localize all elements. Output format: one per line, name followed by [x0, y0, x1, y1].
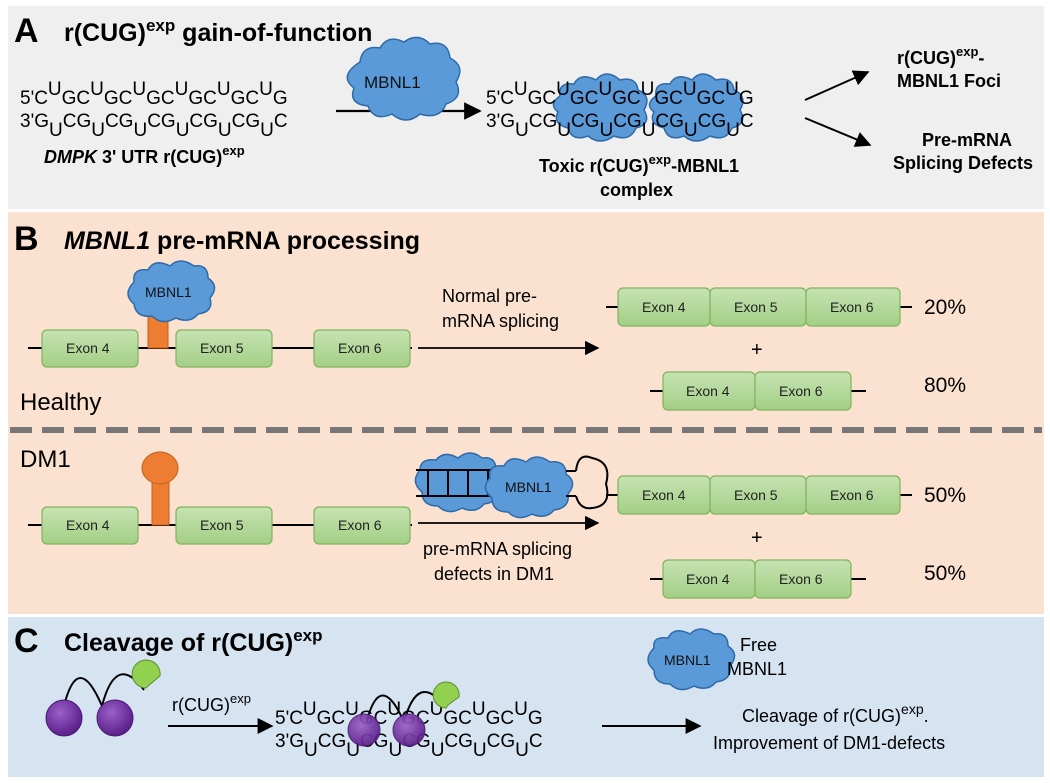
panel-c-background [8, 617, 1044, 777]
healthy-label: Healthy [20, 389, 101, 416]
free-mbnl1-label: MBNL1 [664, 652, 711, 668]
dm1-exon6 [313, 506, 411, 545]
mbnl1-bound-2 [648, 73, 744, 142]
ligand-bead-1 [45, 699, 83, 737]
dm1-product-exon5-label: Exon 5 [734, 487, 778, 503]
panel-a: A r(CUG)exp gain-of-function 5'CUGCUGCUG… [8, 6, 1044, 209]
dm1-pct-skip: 50% [924, 562, 966, 585]
dm1-exon6-label: Exon 6 [338, 517, 382, 533]
dm1-product-exon4-label: Exon 4 [642, 487, 686, 503]
bound-bead-1 [347, 713, 381, 747]
bound-cleaver-moiety [432, 681, 460, 709]
healthy-product-exon5-label: Exon 5 [734, 299, 778, 315]
panel-c-title: Cleavage of r(CUG)exp [64, 626, 323, 657]
mbnl1-bound-1 [552, 73, 648, 142]
foci-line2: MBNL1 Foci [897, 71, 1001, 91]
healthy-exon6-label: Exon 6 [338, 340, 382, 356]
dm1-product-exon6-label: Exon 6 [830, 487, 874, 503]
dm1-stem-cap [141, 451, 179, 485]
healthy-exon6 [313, 329, 411, 368]
dmpk-caption: DMPK 3' UTR r(CUG)exp [44, 143, 245, 167]
mbnl1-label-a: MBNL1 [364, 73, 421, 92]
healthy-skip-exon6 [754, 371, 852, 411]
dm1-gene: Exon 4 Exon 5 Exon 6 [28, 451, 412, 545]
foci-line1: r(CUG)exp- [897, 44, 984, 68]
panel-a-background [8, 6, 1044, 209]
defect-line2: defects in DM1 [434, 564, 554, 584]
dm1-exon5 [175, 506, 273, 545]
healthy-skip-exon6-label: Exon 6 [779, 383, 823, 399]
healthy-product-full: Exon 4 Exon 5 Exon 6 20% [606, 287, 966, 327]
cleavage-arrow-label: r(CUG)exp [172, 691, 251, 715]
panel-c: C Cleavage of r(CUG)exp MBNL1 Free MBNL1… [8, 617, 1044, 777]
panel-c-letter: C [14, 622, 39, 660]
cleaver-moiety [131, 659, 161, 689]
dm1-plus: + [751, 527, 763, 549]
toxic-caption-line1: Toxic r(CUG)exp-MBNL1 [539, 152, 739, 176]
dm1-exon4 [41, 506, 139, 545]
result-line1: Cleavage of r(CUG)exp. [742, 701, 929, 726]
toxic-caption-line2: complex [600, 180, 673, 200]
bound-bead-2 [392, 713, 426, 747]
dm1-pct-full: 50% [924, 484, 966, 507]
splicing-defect-arrow [804, 117, 872, 147]
dm1-label: DM1 [20, 446, 71, 473]
healthy-exon5-label: Exon 5 [200, 340, 244, 356]
normal-splicing-line1: Normal pre- [442, 286, 537, 306]
dm1-product-full: Exon 4 Exon 5 Exon 6 50% [606, 475, 966, 515]
healthy-skip-exon4-label: Exon 4 [686, 383, 730, 399]
panel-a-letter: A [14, 12, 39, 50]
dm1-exon4-label: Exon 4 [66, 517, 110, 533]
free-line1: Free [740, 635, 777, 655]
free-mbnl1-protein [647, 628, 736, 691]
ligand-bead-2 [96, 699, 134, 737]
sequestered-mbnl1-cartoon: MBNL1 [414, 452, 609, 519]
healthy-product-skip: Exon 4 Exon 6 80% [650, 371, 966, 411]
healthy-plus: + [751, 339, 763, 361]
dm1-skip-exon6 [754, 559, 852, 599]
panel-b-title: MBNL1 pre-mRNA processing [64, 227, 420, 255]
cleaver-compound-left [45, 659, 161, 737]
mbnl1-protein-b [127, 260, 216, 323]
mbnl1-label-b: MBNL1 [145, 284, 192, 300]
healthy-exon4-label: Exon 4 [66, 340, 110, 356]
healthy-exon4 [41, 329, 139, 368]
healthy-gene: Exon 4 Exon 5 Exon 6 MBNL1 [28, 260, 412, 368]
dm1-skip-exon4-label: Exon 4 [686, 571, 730, 587]
result-line2: Improvement of DM1-defects [713, 733, 945, 753]
healthy-product-exon6 [805, 287, 901, 327]
dm1-product-skip: Exon 4 Exon 6 50% [650, 559, 966, 599]
healthy-pct-full: 20% [924, 296, 966, 319]
defects-line1: Pre-mRNA [922, 130, 1012, 150]
healthy-pct-skip: 80% [924, 374, 966, 397]
dm1-skip-exon6-label: Exon 6 [779, 571, 823, 587]
dm1-exon5-label: Exon 5 [200, 517, 244, 533]
panel-a-title: r(CUG)exp gain-of-function [64, 16, 372, 47]
dm1-product-exon6 [805, 475, 901, 515]
healthy-product-exon6-label: Exon 6 [830, 299, 874, 315]
mbnl1-label-dm1: MBNL1 [505, 479, 552, 495]
defects-line2: Splicing Defects [893, 153, 1033, 173]
defect-line1: pre-mRNA splicing [423, 539, 572, 559]
healthy-product-exon4-label: Exon 4 [642, 299, 686, 315]
healthy-exon5 [175, 329, 273, 368]
free-line2: MBNL1 [727, 659, 787, 679]
mbnl1-protein-a: MBNL1 [346, 36, 461, 121]
panel-b-letter: B [14, 220, 39, 258]
foci-arrow [804, 70, 870, 101]
panel-b: B MBNL1 pre-mRNA processing Exon 4 Exon … [8, 212, 1044, 614]
normal-splicing-line2: mRNA splicing [442, 311, 559, 331]
